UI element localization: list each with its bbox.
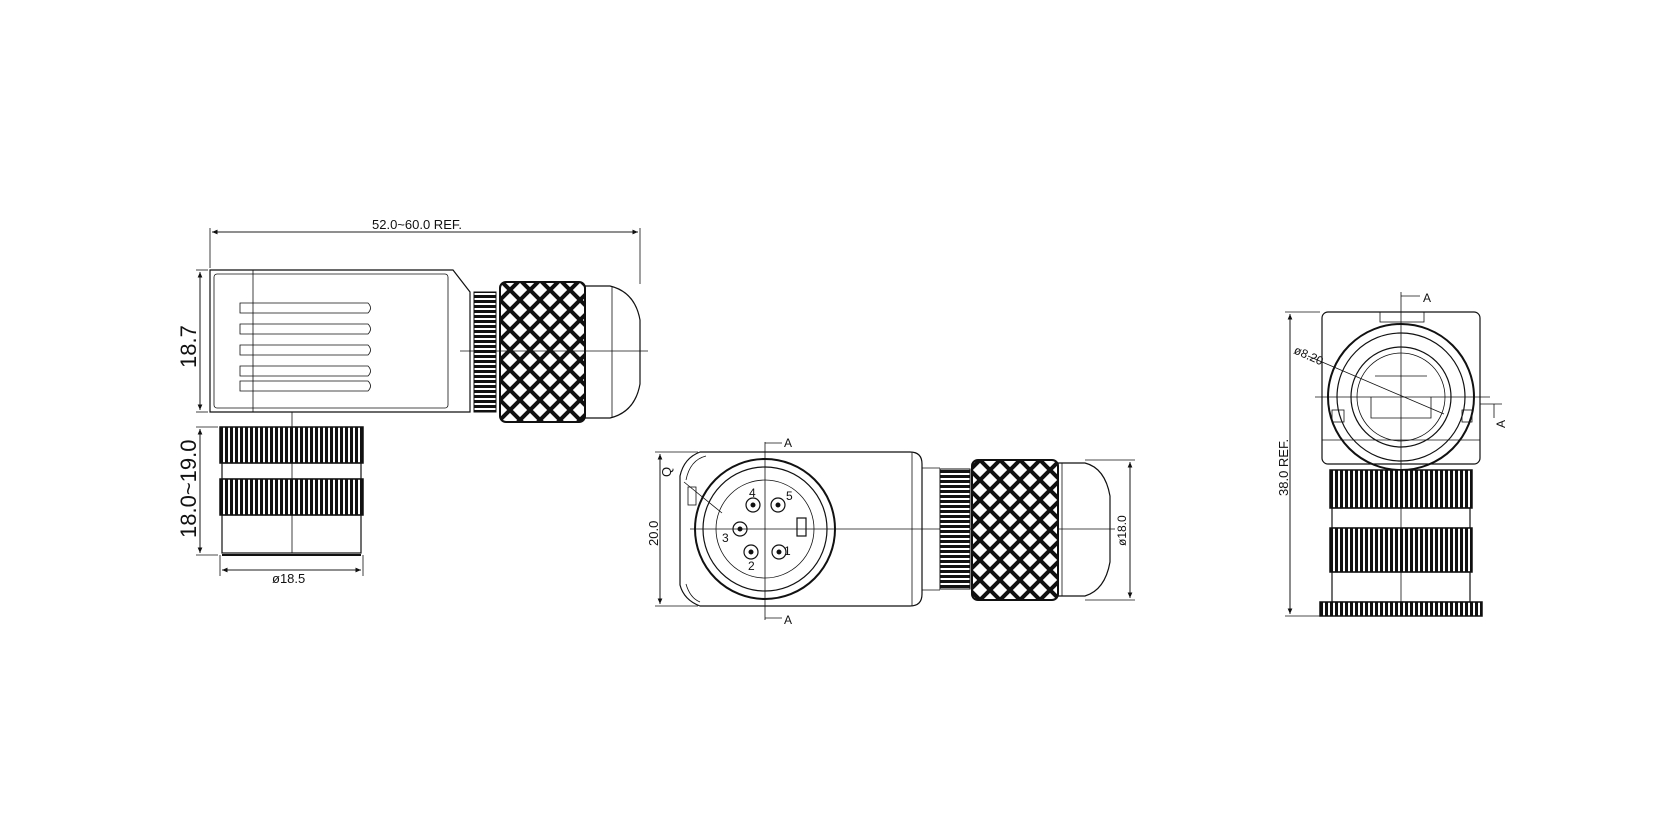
pin-2 [743,544,759,560]
side-thread [473,291,497,413]
pin-label-5: 5 [786,489,793,503]
pin-label-2: 2 [748,559,755,573]
pin-label-4: 4 [749,486,756,500]
side-body-inner [213,273,449,409]
side-view: 52.0~60.0 REF. 18.7 18.0~19.0 ø18.5 [176,217,648,586]
side-knurl [499,281,586,423]
side-fins [239,302,371,392]
pin-4 [745,497,761,513]
dim-body-height: 18.7 [176,325,201,368]
side-body-outline [209,269,471,413]
dim-nut-diameter: ø18.5 [272,571,305,586]
section-mark-end-top: A [1423,291,1431,305]
section-mark-top: A [784,436,792,450]
dim-nut-length: 18.0~19.0 [176,440,201,538]
front-view: 1 2 3 4 5 Q A A 20.0 ø18.0 [646,436,1135,627]
section-mark-end-right: A [1494,420,1508,428]
dim-bore-diameter: ø8.20 [1292,343,1326,368]
dim-total-height: 38.0 REF. [1276,439,1291,496]
side-nut-base [221,514,362,554]
front-body-outline [679,451,923,607]
end-view: ø8.20 A A 38.0 REF. [1276,291,1508,617]
pin-label-1: 1 [784,544,791,558]
key-mark-label: Q [659,467,674,477]
front-thread [939,468,971,590]
side-nut-bottom [219,478,364,516]
side-nose [584,285,641,419]
pin-1 [771,544,787,560]
dim-face-width: 20.0 [646,521,661,546]
pin-5 [770,497,786,513]
front-nose [1057,462,1111,597]
front-knurl [971,459,1059,601]
side-nut-mid [221,462,362,480]
pin-label-3: 3 [722,531,729,545]
dim-overall-length: 52.0~60.0 REF. [372,217,462,232]
dim-coupling-diameter: ø18.0 [1115,515,1129,546]
end-base-flange [1319,601,1483,617]
section-mark-bottom: A [784,613,792,627]
front-pins [732,497,787,560]
front-key [796,517,807,537]
side-nut-top [219,426,364,464]
